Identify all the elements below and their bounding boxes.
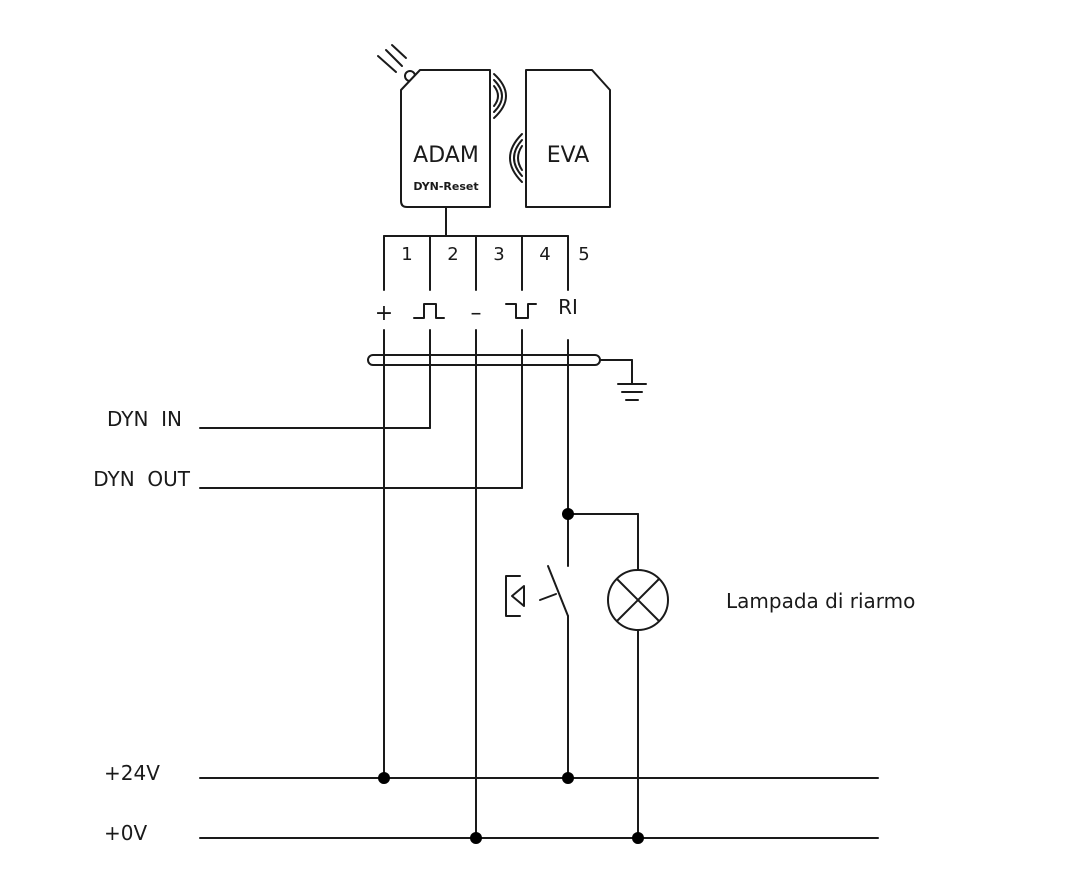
plus-symbol: + <box>375 301 393 326</box>
terminal-number-3: 3 <box>493 244 504 265</box>
adam-device: ADAM DYN-Reset <box>400 69 491 208</box>
pulse-down-icon <box>505 303 537 319</box>
optical-window-icon <box>377 44 416 82</box>
lamp-label: Lampada di riarmo <box>726 589 915 613</box>
dyn-in-label: DYN IN <box>107 407 182 431</box>
terminal-wires <box>383 329 569 839</box>
dyn-out-label: DYN OUT <box>93 467 191 491</box>
lamp-branch <box>562 508 639 839</box>
pushbutton-icon <box>505 565 569 779</box>
terminal-number-1: 1 <box>401 244 412 265</box>
eva-device: EVA <box>525 69 611 208</box>
minus-symbol: – <box>471 301 482 326</box>
lamp-icon <box>607 569 669 631</box>
adam-label: ADAM <box>413 143 479 168</box>
terminal-number-2: 2 <box>447 244 458 265</box>
supply-24v-rail: +24V <box>104 761 879 785</box>
terminal-block: 1 2 3 4 5 <box>383 206 590 291</box>
cable-sheath <box>367 354 633 385</box>
ri-label: RI <box>558 295 578 319</box>
eva-label: EVA <box>547 143 590 168</box>
supply-0v-label: +0V <box>104 821 147 845</box>
terminal-symbols: + – RI <box>375 295 578 326</box>
terminal-number-5: 5 <box>578 244 589 265</box>
adam-sublabel: DYN-Reset <box>413 180 478 193</box>
dyn-in-line: DYN IN <box>107 407 431 431</box>
supply-0v-rail: +0V <box>104 821 879 845</box>
dyn-out-line: DYN OUT <box>93 467 523 491</box>
junction-dot <box>562 508 574 520</box>
pulse-up-icon <box>413 303 445 319</box>
ground-icon <box>617 383 647 401</box>
supply-24v-label: +24V <box>104 761 160 785</box>
signal-waves-icon <box>493 73 523 183</box>
terminal-number-4: 4 <box>539 244 550 265</box>
